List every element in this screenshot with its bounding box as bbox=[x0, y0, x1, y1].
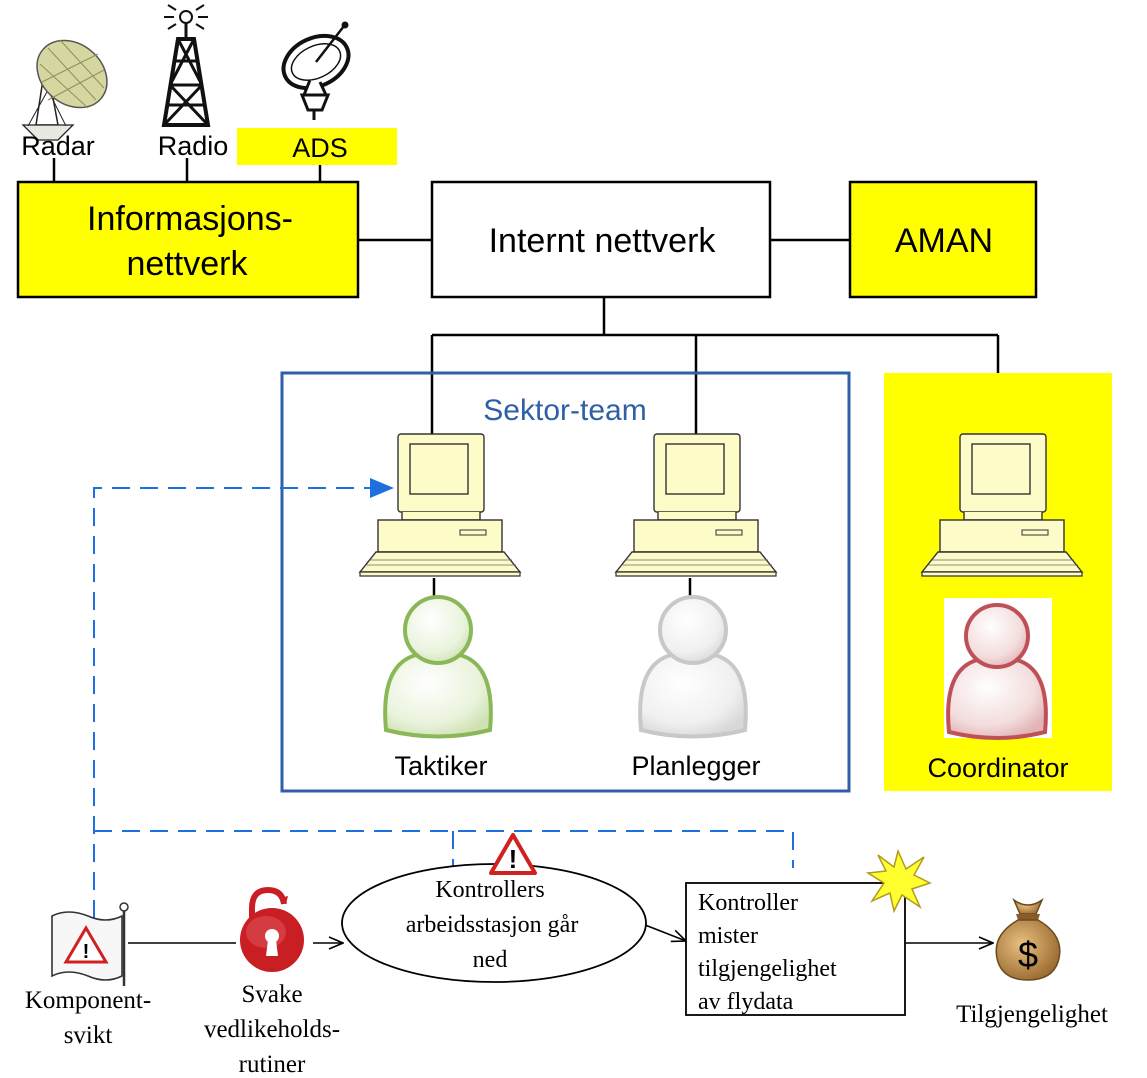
svg-text:!: ! bbox=[83, 941, 90, 963]
tactician-label: Taktiker bbox=[394, 751, 487, 781]
event-to-consequence bbox=[639, 922, 686, 941]
consequence-label-line1: Kontroller bbox=[698, 890, 798, 916]
barrier-label-line1: Svake bbox=[241, 981, 302, 1008]
threat-label-line1: Komponent- bbox=[25, 987, 151, 1014]
satellite-dish-icon bbox=[281, 21, 351, 120]
info-network-label-line1: Informasjons- bbox=[87, 200, 293, 238]
planner-label: Planlegger bbox=[631, 751, 760, 781]
sector-team-frame bbox=[280, 371, 851, 793]
aman-label: AMAN bbox=[895, 222, 993, 260]
event-label-line2: arbeidsstasjon går bbox=[406, 912, 579, 938]
dashed-bottom-bracket bbox=[94, 830, 794, 868]
asset-label: Tilgjengelighet bbox=[956, 1001, 1108, 1028]
radio-tower-icon bbox=[161, 4, 211, 127]
threat-label-line2: svikt bbox=[64, 1022, 113, 1049]
ads-label: ADS bbox=[292, 133, 348, 163]
person-icon bbox=[946, 603, 1048, 740]
person-icon bbox=[383, 595, 493, 739]
computer-icon bbox=[359, 433, 521, 577]
internal-network-box bbox=[430, 180, 772, 299]
event-label-line1: Kontrollers bbox=[435, 877, 544, 903]
info-network-box bbox=[16, 180, 360, 299]
consequence-label-line4: av flydata bbox=[698, 989, 794, 1015]
consequence-box bbox=[685, 882, 906, 1016]
svg-text:!: ! bbox=[509, 844, 518, 874]
ads-highlight bbox=[237, 128, 397, 165]
radio-label: Radio bbox=[158, 131, 229, 161]
barrier-label-line3: rutiner bbox=[239, 1051, 306, 1078]
consequence-label-line2: mister bbox=[698, 923, 758, 949]
info-network-label-line2: nettverk bbox=[127, 245, 249, 283]
person-icon bbox=[638, 595, 748, 739]
bowtie-connectors bbox=[128, 922, 993, 943]
dashed-to-tactician bbox=[93, 487, 370, 918]
barrier-label-line2: vedlikeholds- bbox=[204, 1016, 340, 1043]
event-label-line3: ned bbox=[473, 947, 508, 973]
internal-network-label: Internt nettverk bbox=[489, 222, 717, 260]
sector-team-title: Sektor-team bbox=[483, 394, 646, 427]
threat-flag-icon: ! bbox=[51, 902, 129, 986]
coordinator-label: Coordinator bbox=[927, 753, 1068, 783]
explosion-icon bbox=[865, 848, 932, 914]
dashed-arrowhead bbox=[370, 478, 394, 498]
radar-dish-icon bbox=[21, 39, 108, 141]
consequence-label-line3: tilgjengelighet bbox=[698, 956, 837, 982]
money-bag-icon bbox=[995, 897, 1061, 981]
open-padlock-icon bbox=[240, 886, 304, 972]
aman-box bbox=[848, 180, 1038, 299]
warning-triangle-icon: ! bbox=[489, 833, 537, 875]
dashed-links bbox=[93, 487, 794, 918]
computer-icon bbox=[615, 433, 777, 577]
money-symbol: $ bbox=[1018, 934, 1038, 975]
radar-label: Radar bbox=[21, 131, 95, 161]
